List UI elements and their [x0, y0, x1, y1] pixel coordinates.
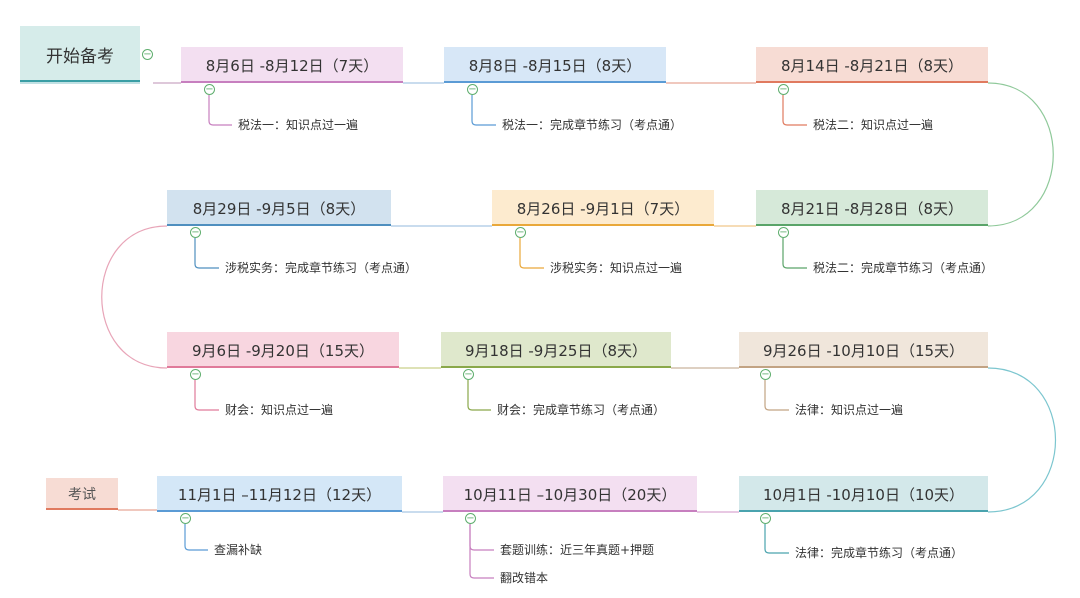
collapse-toggle-icon[interactable]: − [463, 369, 474, 380]
task-connector [471, 95, 496, 126]
stage-node[interactable]: 10月11日 –10月30日（20天） [443, 476, 697, 512]
connector-curve [987, 82, 1054, 227]
stage-underline [756, 224, 988, 226]
stage-date-label: 9月26日 -10月10日（15天） [762, 341, 965, 360]
stage-node[interactable]: 9月26日 -10月10日（15天） [739, 332, 988, 368]
stage-node[interactable]: 8月14日 -8月21日（8天） [756, 47, 988, 83]
task-item[interactable]: 税法二：知识点过一遍 [813, 118, 934, 132]
collapse-toggle-icon[interactable]: − [190, 369, 201, 380]
task-connector [782, 95, 807, 126]
stage-date-label: 9月6日 -9月20日（15天） [192, 341, 374, 360]
stage-date-label: 8月6日 -8月12日（7天） [205, 56, 379, 75]
task-item[interactable]: 翻改错本 [500, 571, 549, 585]
stage-underline [157, 510, 402, 512]
connector-curve [101, 225, 168, 369]
stage-date-label: 8月29日 -9月5日（8天） [192, 199, 366, 218]
root-label: 开始备考 [46, 46, 114, 67]
task-connector [208, 95, 232, 126]
task-connector [782, 238, 807, 269]
task-connector [194, 380, 219, 411]
exam-label: 考试 [68, 487, 96, 503]
stage-underline [167, 224, 391, 226]
stage-underline [167, 366, 399, 368]
collapse-toggle-icon[interactable]: − [465, 513, 476, 524]
task-connector [194, 238, 219, 269]
stage-underline [443, 510, 697, 512]
collapse-toggle-icon[interactable]: − [515, 227, 526, 238]
stage-underline [444, 81, 666, 83]
task-item[interactable]: 套题训练：近三年真题+押题 [500, 543, 655, 557]
task-item[interactable]: 财会：知识点过一遍 [225, 403, 334, 417]
task-item[interactable]: 税法一：知识点过一遍 [238, 118, 359, 132]
stage-date-label: 10月11日 –10月30日（20天） [463, 485, 677, 504]
collapse-toggle-icon[interactable]: − [180, 513, 191, 524]
stage-date-label: 8月14日 -8月21日（8天） [781, 56, 963, 75]
task-connector [469, 524, 494, 551]
root-underline [20, 80, 140, 82]
stage-date-label: 9月18日 -9月25日（8天） [465, 341, 647, 360]
collapse-toggle-icon[interactable]: − [760, 369, 771, 380]
task-item[interactable]: 财会：完成章节练习（考点通） [497, 403, 666, 417]
collapse-toggle-icon[interactable]: − [778, 227, 789, 238]
task-item[interactable]: 法律：完成章节练习（考点通） [795, 546, 964, 560]
stage-underline [441, 366, 671, 368]
stage-node[interactable]: 8月21日 -8月28日（8天） [756, 190, 988, 226]
stage-underline [739, 366, 988, 368]
stage-underline [492, 224, 714, 226]
collapse-toggle-icon[interactable]: − [190, 227, 201, 238]
stage-node[interactable]: 8月8日 -8月15日（8天） [444, 47, 666, 83]
task-item[interactable]: 涉税实务：知识点过一遍 [550, 261, 683, 275]
stage-node[interactable]: 11月1日 –11月12日（12天） [157, 476, 402, 512]
stage-node[interactable]: 8月26日 -9月1日（7天） [492, 190, 714, 226]
collapse-toggle-icon[interactable]: − [760, 513, 771, 524]
stage-underline [181, 81, 403, 83]
exam-node[interactable]: 考试 [46, 478, 118, 510]
stage-node[interactable]: 8月6日 -8月12日（7天） [181, 47, 403, 83]
exam-underline [46, 508, 118, 510]
task-item[interactable]: 税法二：完成章节练习（考点通） [813, 261, 994, 275]
stage-underline [739, 510, 988, 512]
collapse-toggle-icon[interactable]: − [467, 84, 478, 95]
stage-date-label: 11月1日 –11月12日（12天） [177, 485, 382, 504]
stage-date-label: 8月21日 -8月28日（8天） [781, 199, 963, 218]
task-item[interactable]: 税法一：完成章节练习（考点通） [502, 118, 683, 132]
task-connector [467, 380, 491, 411]
task-item[interactable]: 查漏补缺 [214, 543, 263, 557]
collapse-toggle-icon[interactable]: − [778, 84, 789, 95]
collapse-toggle-icon[interactable]: − [142, 49, 153, 60]
stage-underline [756, 81, 988, 83]
task-item[interactable]: 涉税实务：完成章节练习（考点通） [225, 261, 418, 275]
stage-date-label: 8月26日 -9月1日（7天） [516, 199, 690, 218]
root-node[interactable]: 开始备考 [20, 26, 140, 82]
task-connector [764, 380, 789, 411]
task-connector [519, 238, 544, 269]
task-item[interactable]: 法律：知识点过一遍 [795, 403, 904, 417]
task-connector [764, 524, 789, 554]
collapse-toggle-icon[interactable]: − [204, 84, 215, 95]
task-connector [469, 524, 494, 579]
stage-date-label: 8月8日 -8月15日（8天） [468, 56, 642, 75]
stage-node[interactable]: 10月1日 -10月10日（10天） [739, 476, 988, 512]
connector-curve [987, 367, 1057, 513]
stage-node[interactable]: 9月6日 -9月20日（15天） [167, 332, 399, 368]
task-connector [184, 524, 208, 551]
stage-node[interactable]: 9月18日 -9月25日（8天） [441, 332, 671, 368]
stage-node[interactable]: 8月29日 -9月5日（8天） [167, 190, 391, 226]
stage-date-label: 10月1日 -10月10日（10天） [762, 485, 965, 504]
